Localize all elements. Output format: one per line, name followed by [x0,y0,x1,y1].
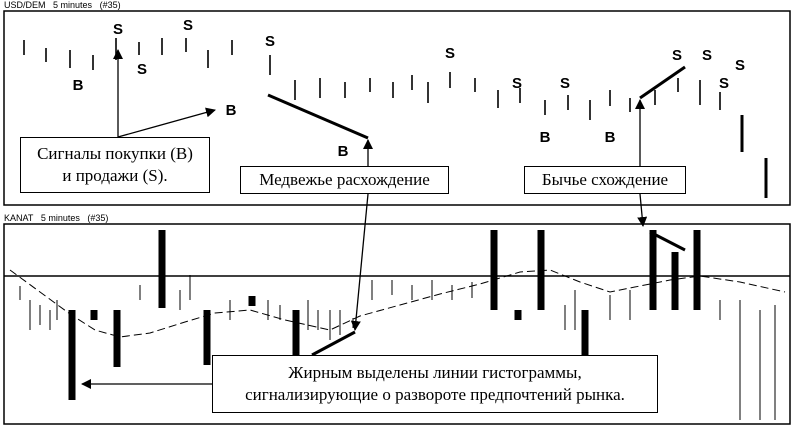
bearish-price-trendline [267,93,369,140]
signal-label: S [183,17,193,34]
price-panel-header: USD/DEM 5 minutes (#35) [4,0,121,10]
signal-label: S [265,33,275,50]
bullish-price-trendline [639,65,686,100]
bullish-convergence-label: Бычье схождение [541,170,669,189]
signals-callout-line1: Сигналы покупки (B) [37,144,193,163]
signal-label: S [672,47,682,64]
signal-label: S [445,45,455,62]
price-panel-count: (#35) [99,0,121,10]
signals-callout: Сигналы покупки (B) и продажи (S). [20,137,210,193]
price-panel-subtitle: 5 minutes [53,0,93,10]
histogram-callout-line2: сигнализирующие о развороте предпочтений… [245,385,625,404]
histogram-panel-subtitle: 5 minutes [40,213,80,223]
signal-label: B [605,129,616,146]
bullish-arrow-down [637,193,648,227]
signal-label: B [338,143,349,160]
bullish-histogram-trendline [649,230,686,252]
signal-label: B [540,129,551,146]
histogram-panel-title: KANAT [4,213,34,223]
signal-label: S [560,75,570,92]
signal-label: S [137,61,147,78]
bearish-arrow-down [350,193,369,331]
histogram-panel-frame [3,223,791,425]
histogram-callout: Жирным выделены линии гистограммы, сигна… [212,355,658,413]
signal-label: B [226,102,237,119]
signal-label: B [73,77,84,94]
signal-label: S [702,47,712,64]
bearish-histogram-trendline [311,330,356,357]
bullish-convergence-callout: Бычье схождение [524,166,686,194]
histogram-panel-count: (#35) [87,213,109,223]
price-panel-title: USD/DEM [4,0,46,10]
bearish-divergence-label: Медвежье расхождение [259,170,430,189]
histogram-callout-line1: Жирным выделены линии гистограммы, [288,363,582,382]
price-panel-frame [3,10,791,206]
signal-label: S [113,21,123,38]
histogram-panel-header: KANAT 5 minutes (#35) [4,213,108,223]
signals-callout-line2: и продажи (S). [62,166,168,185]
signal-label: S [735,57,745,74]
signal-label: S [512,75,522,92]
signal-line [9,269,786,338]
bearish-divergence-callout: Медвежье расхождение [240,166,449,194]
signal-label: S [719,75,729,92]
signals-arrow-right [117,107,216,138]
